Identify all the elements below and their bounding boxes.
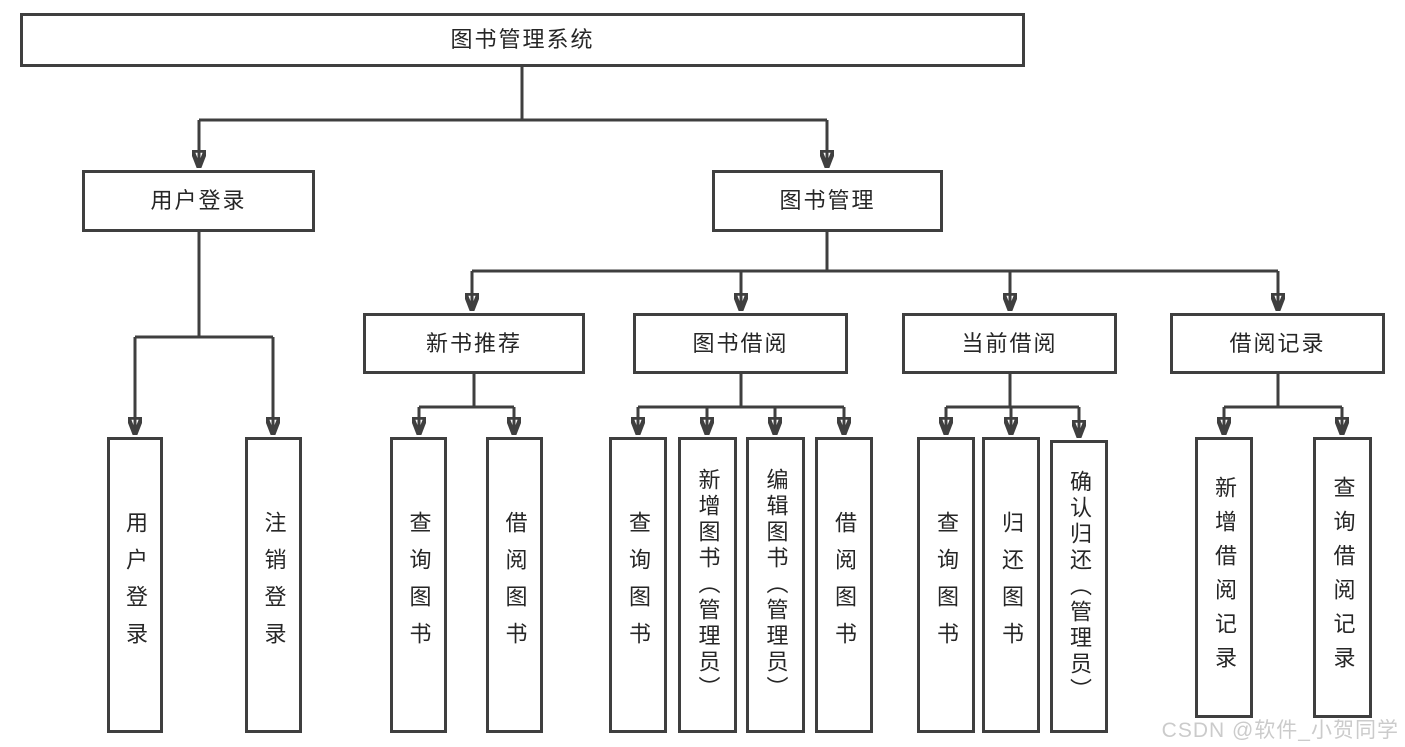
node-label: 借阅图书	[502, 511, 528, 659]
node-user-login: 用户登录	[82, 170, 315, 232]
node-label: 图书借阅	[692, 330, 789, 356]
node-label: 确认归还（管理员）	[1067, 469, 1092, 704]
node-label: 查询借阅记录	[1330, 475, 1356, 680]
leaf-bb-add-books-admin: 新增图书（管理员）	[678, 437, 737, 733]
node-label: 用户登录	[150, 188, 247, 213]
leaf-cb-return-books: 归还图书	[982, 437, 1040, 733]
leaf-bb-query-books: 查询图书	[609, 437, 667, 733]
node-borrow-records: 借阅记录	[1170, 313, 1385, 374]
node-label: 编辑图书（管理员）	[763, 468, 789, 702]
leaf-nb-borrow-books: 借阅图书	[486, 437, 543, 733]
leaf-nb-query-books: 查询图书	[390, 437, 447, 733]
node-label: 归还图书	[999, 511, 1024, 659]
node-book-borrow: 图书借阅	[633, 313, 848, 374]
node-label: 查询图书	[626, 511, 651, 659]
leaf-br-query-record: 查询借阅记录	[1313, 437, 1372, 718]
node-label: 借阅图书	[832, 511, 857, 659]
leaf-user-login: 用户登录	[107, 437, 163, 733]
node-label: 用户登录	[123, 511, 148, 659]
node-label: 查询图书	[406, 511, 432, 659]
node-label: 新增图书（管理员）	[695, 468, 721, 702]
branch-borrow-records	[1224, 374, 1342, 409]
branch-current-borrow	[946, 374, 1079, 409]
branch-book-borrow	[638, 374, 844, 409]
branch-book-mgmt	[472, 232, 1278, 273]
branch-new-books	[419, 374, 514, 409]
leaf-bb-edit-books-admin: 编辑图书（管理员）	[746, 437, 805, 733]
node-label: 当前借阅	[961, 330, 1058, 356]
leaf-bb-borrow-books: 借阅图书	[815, 437, 873, 733]
leaf-logout: 注销登录	[245, 437, 302, 733]
node-new-books: 新书推荐	[363, 313, 585, 374]
branch-user-login	[135, 232, 273, 339]
trunk-root	[199, 67, 827, 122]
leaf-cb-confirm-return-admin: 确认归还（管理员）	[1050, 440, 1108, 733]
node-root-system: 图书管理系统	[20, 13, 1025, 67]
leaf-br-add-record: 新增借阅记录	[1195, 437, 1253, 718]
node-label: 新书推荐	[425, 330, 522, 356]
node-label: 注销登录	[261, 511, 287, 659]
node-label: 查询图书	[934, 511, 959, 659]
node-label: 图书管理	[779, 188, 876, 213]
node-label: 新增借阅记录	[1212, 475, 1237, 680]
node-book-mgmt: 图书管理	[712, 170, 943, 232]
node-current-borrow: 当前借阅	[902, 313, 1117, 374]
node-label: 借阅记录	[1229, 330, 1326, 356]
csdn-watermark: CSDN @软件_小贺同学	[1161, 719, 1399, 742]
leaf-cb-query-books: 查询图书	[917, 437, 975, 733]
node-label: 图书管理系统	[450, 27, 595, 52]
